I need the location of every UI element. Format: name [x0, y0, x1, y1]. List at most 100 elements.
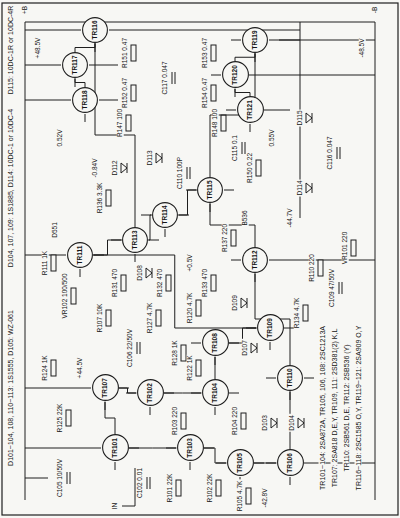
resistor-symbol [246, 488, 251, 504]
capacitor-symbol [172, 72, 173, 84]
collector-lead [91, 448, 101, 449]
resistor-symbol [351, 240, 356, 256]
component-label: D107 [242, 339, 249, 357]
wire-connector [93, 255, 257, 328]
transistor-circle [63, 53, 88, 78]
resistor-symbol [71, 288, 76, 304]
transistor-symbol: TR112 [242, 247, 268, 273]
resistor-symbol [221, 115, 226, 131]
emitter-lead [249, 75, 259, 76]
component-label: R151 0.47 [122, 37, 129, 69]
parts-note: D115: 10DC-1R or 10DC-4R [7, 5, 14, 96]
component-label: -B [372, 6, 379, 15]
capacitor-symbol [150, 477, 151, 489]
transistor-circle [83, 18, 108, 43]
parts-note: TR107: 2SA818 D,E,Y, TR109, 111: 2SD381(… [331, 328, 338, 489]
component-label: R134 4.7K [294, 297, 301, 330]
component-label: R153 0.47 [202, 37, 209, 69]
part-name: TR106 [287, 453, 294, 473]
component-label: C109 47/50V [329, 268, 336, 308]
transistor-circle [153, 203, 178, 228]
wire-connector [215, 357, 216, 380]
resistor-symbol [66, 410, 71, 426]
parts-note: TR101~104: 2SA872A, TR105, 106, 108: 2SC… [319, 325, 326, 491]
diode-symbol [241, 298, 247, 308]
collector-lead [226, 110, 236, 111]
component-label: R147 100 [117, 108, 124, 138]
wire [119, 30, 300, 31]
wire-connector [95, 43, 135, 227]
diode-symbol [247, 298, 248, 308]
base-lead [115, 462, 116, 470]
component-label: R154 0.47 [202, 77, 209, 109]
part-name: TR115 [207, 180, 214, 199]
transistor-circle [227, 450, 253, 476]
part-name: TR107 [102, 378, 109, 398]
wire [99, 65, 118, 66]
component-label: R111 1K [42, 250, 49, 276]
capacitor-symbol [340, 147, 341, 159]
transistor-symbol: TR117 [62, 52, 88, 78]
resistor-symbol [131, 85, 136, 101]
component-label: D109 [232, 294, 239, 312]
supply-rail [25, 22, 26, 500]
wire [274, 110, 290, 111]
wire-connector [75, 78, 85, 87]
capacitor-symbol [337, 147, 338, 159]
emitter-lead [224, 190, 234, 191]
capacitor-symbol [137, 342, 138, 354]
component-label: R148 100 [212, 108, 219, 138]
base-lead [150, 407, 151, 415]
transistor-circle [202, 380, 228, 406]
transistor-symbol: TR116 [82, 17, 108, 43]
diode-symbol [277, 418, 278, 428]
component-label: VR102 100/500 [62, 272, 69, 319]
resistor-symbol [126, 115, 131, 131]
wire [25, 65, 51, 66]
transistor-symbol: TR103 [177, 435, 204, 462]
component-label: D104 [289, 414, 296, 432]
resistor-symbol [216, 480, 221, 496]
component-label: 0.52V [57, 129, 64, 148]
diode-symbol [162, 153, 163, 163]
wire-connector [255, 273, 290, 365]
parts-note: TR116~118: 2SC1585 O,Y, TR119~121: 2SA90… [355, 325, 362, 492]
base-lead [165, 229, 166, 237]
diode-symbol [312, 183, 313, 193]
transistor-circle [68, 243, 93, 268]
transistor-symbol: TR102 [137, 380, 164, 407]
emitter-lead [304, 463, 314, 464]
resistor-symbol [51, 360, 56, 376]
diode-symbol [156, 153, 162, 163]
base-lead [270, 342, 271, 350]
wire-connector [93, 240, 122, 255]
wire-connector [235, 89, 250, 97]
resistor-symbol [106, 190, 111, 206]
part-name: TR103 [187, 438, 194, 458]
transistor-circle [137, 380, 163, 406]
capacitor-symbol [175, 72, 176, 84]
component-label: R136 3.3K [97, 182, 104, 215]
emitter-lead [269, 260, 279, 261]
base-lead [250, 124, 251, 132]
resistor-symbol [156, 310, 161, 326]
resistor-symbol [211, 275, 216, 291]
component-label: -42.8V [262, 487, 269, 508]
component-label: C105 10/50V [57, 458, 64, 498]
transistor-circle [102, 435, 128, 461]
component-label: R110 220 [309, 253, 316, 283]
component-label: C102 0.01 [137, 467, 144, 499]
transistor-circle [177, 435, 203, 461]
part-name: TR109 [267, 318, 274, 338]
component-label: R102 22K [207, 473, 214, 504]
component-label: R125 22K [57, 403, 64, 434]
part-name: TR104 [212, 383, 219, 403]
component-label: R103 220 [172, 406, 179, 436]
transistor-circle [123, 228, 148, 253]
wire-connector [148, 215, 152, 240]
transistor-symbol: TR106 [277, 450, 304, 477]
collector-lead [71, 30, 81, 31]
transistor-symbol: TR121 [237, 97, 264, 124]
transistor-circle [277, 450, 303, 476]
